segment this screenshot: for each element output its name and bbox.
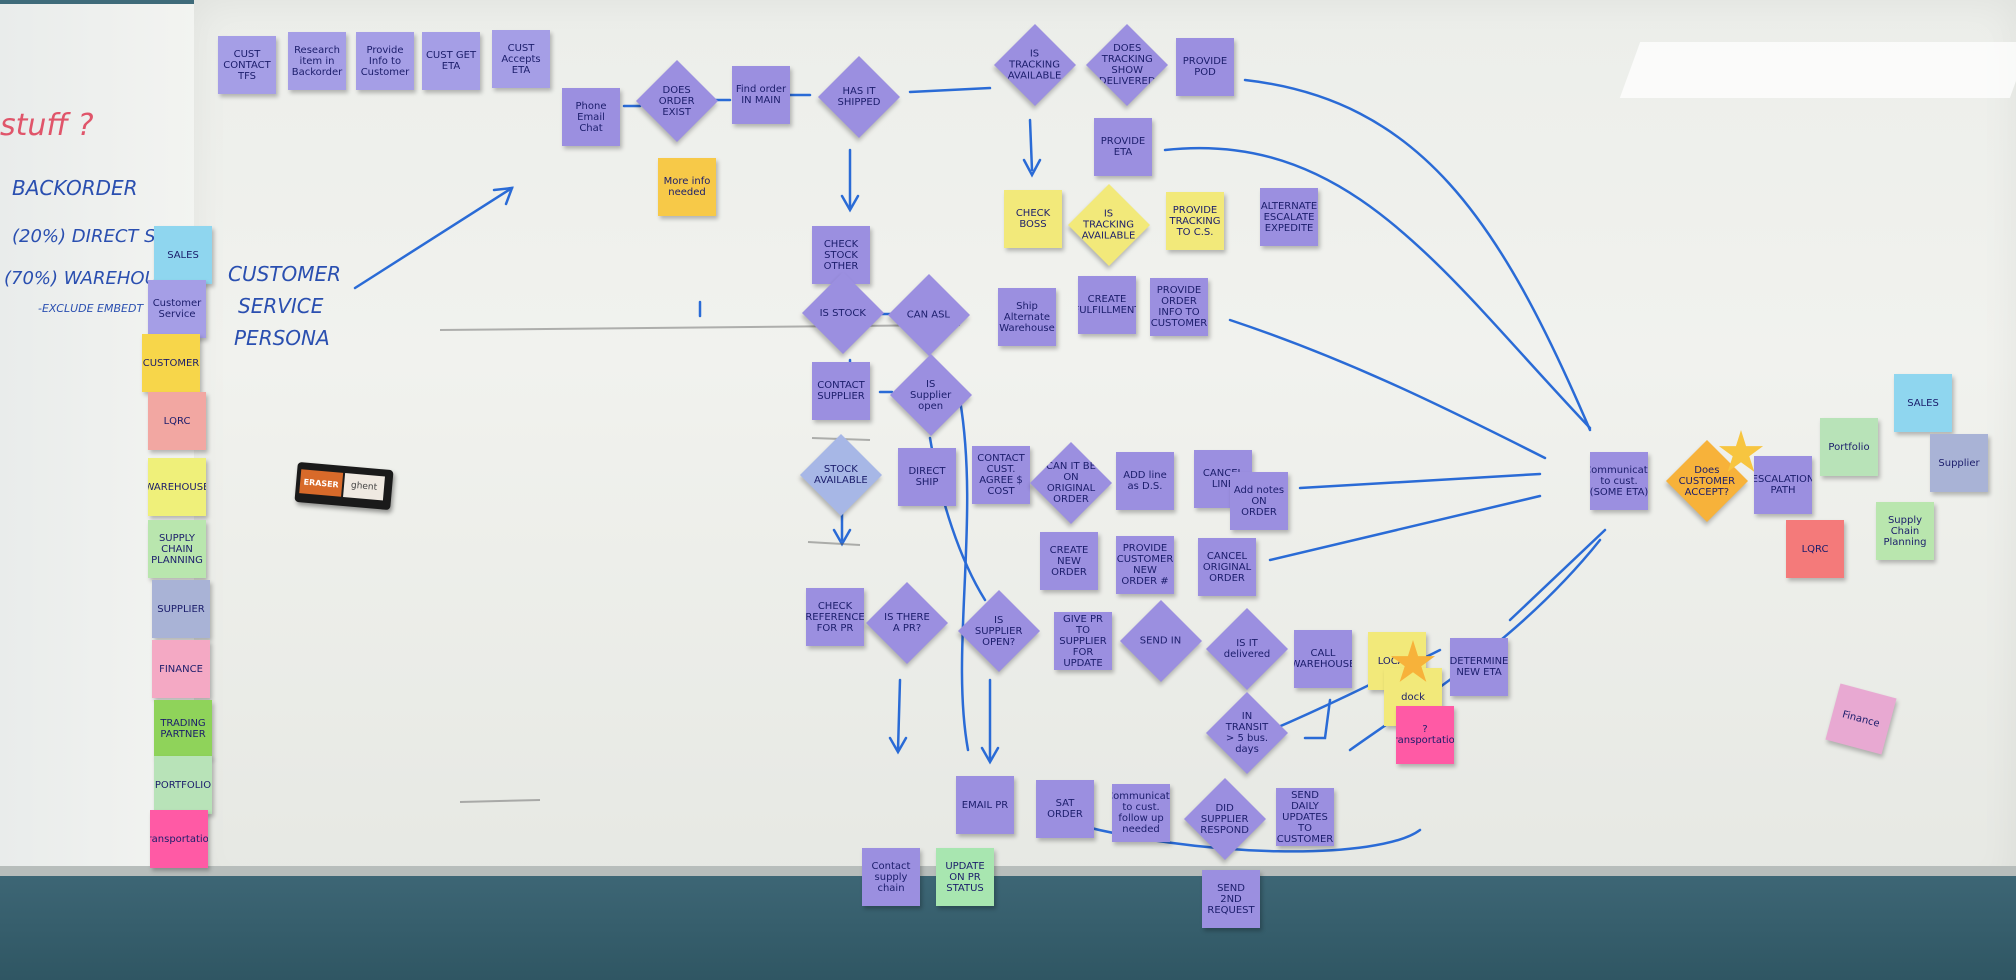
note-sat-order: SAT ORDER [1036, 780, 1094, 838]
note-check-reference: CHECK REFERENCE FOR PR [806, 588, 864, 646]
note-direct-ship: DIRECT SHIP [898, 448, 956, 506]
note-determine-eta: DETERMINE NEW ETA [1450, 638, 1508, 696]
note-provide-tracking: PROVIDE TRACKING TO C.S. [1166, 192, 1224, 250]
right-note-lqrc: LQRC [1786, 520, 1844, 578]
top-note-research: Research item in Backorder [288, 32, 346, 90]
note-alternate: ALTERNATE ESCALATE EXPEDITE [1260, 188, 1318, 246]
note-contact-supplier: CONTACT SUPPLIER [812, 362, 870, 420]
legend-note-supply-chain-planning: SUPPLY CHAIN PLANNING [148, 520, 206, 578]
note-ship-alternate: Ship Alternate Warehouse [998, 288, 1056, 346]
legend-note-customer-service: Customer Service [148, 280, 206, 338]
note-create-fulfillment: CREATE FULFILLMENT [1078, 276, 1136, 334]
legend-note-supplier: SUPPLIER [152, 580, 210, 638]
persona-line-1: CUSTOMER [228, 262, 342, 286]
whiteboard-eraser: ERASER ghent [294, 461, 394, 511]
note-add-line: ADD line as D.S. [1116, 452, 1174, 510]
note-give-pr: GIVE PR TO SUPPLIER FOR UPDATE [1054, 612, 1112, 670]
note-communicate: Communicate to cust. follow up needed [1112, 784, 1170, 842]
note-call-warehouse: CALL WAREHOUSE [1294, 630, 1352, 688]
note-check-stock: CHECK STOCK OTHER [812, 226, 870, 284]
note-provide-eta: PROVIDE ETA [1094, 118, 1152, 176]
stuff-heading: stuff ? [0, 108, 94, 143]
note-create-new-order: CREATE NEW ORDER [1040, 532, 1098, 590]
left-line-exclude: -EXCLUDE EMBEDT [38, 302, 144, 315]
note-send-2nd: SEND 2ND REQUEST [1202, 870, 1260, 928]
legend-note-customer: CUSTOMER [142, 334, 200, 392]
right-note-supplier: Supplier [1930, 434, 1988, 492]
right-note-sales: SALES [1894, 374, 1952, 432]
legend-note-finance: FINANCE [152, 640, 210, 698]
note-phone-email-chat: Phone Email Chat [562, 88, 620, 146]
note-check-boss: CHECK BOSS [1004, 190, 1062, 248]
top-note-cust-accepts: CUST Accepts ETA [492, 30, 550, 88]
eraser-brand-label: ERASER [299, 469, 344, 497]
note-add-notes: Add notes ON ORDER [1230, 472, 1288, 530]
note-communicate-cust: Communicate to cust. (SOME ETA) [1590, 452, 1648, 510]
left-line-direct-ship: (20%) DIRECT SHIP [12, 226, 186, 247]
legend-note-warehouse: WAREHOUSE [148, 458, 206, 516]
note-provide-customer: PROVIDE CUSTOMER NEW ORDER # [1116, 536, 1174, 594]
legend-note-transportation: Transportation [150, 810, 208, 868]
note-cancel-original: CANCEL ORIGINAL ORDER [1198, 538, 1256, 596]
top-note-cust-get-eta: CUST GET ETA [422, 32, 480, 90]
persona-line-3: PERSONA [234, 326, 330, 350]
note-transportation: ? Transportation [1396, 706, 1454, 764]
whiteboard-rail [0, 866, 2016, 876]
eraser-logo-label: ghent [343, 473, 385, 501]
note-email-pr: EMAIL PR [956, 776, 1014, 834]
note-send-daily: SEND DAILY UPDATES TO CUSTOMER [1276, 788, 1334, 846]
note-more-info: More info needed [658, 158, 716, 216]
right-note-supply-chain: Supply Chain Planning [1876, 502, 1934, 560]
right-note-portfolio: Portfolio [1820, 418, 1878, 476]
note-provide-pod: PROVIDE POD [1176, 38, 1234, 96]
left-line-backorder: BACKORDER [12, 176, 138, 200]
persona-line-2: SERVICE [238, 294, 324, 318]
note-contact-cust: CONTACT CUST. AGREE $ COST [972, 446, 1030, 504]
top-note-provide-info: Provide Info to Customer [356, 32, 414, 90]
top-note-cust-contact: CUST CONTACT TFS [218, 36, 276, 94]
note-update-pr: UPDATE ON PR STATUS [936, 848, 994, 906]
legend-note-portfolio: PORTFOLIO [154, 756, 212, 814]
wall [0, 876, 2016, 980]
legend-note-sales: SALES [154, 226, 212, 284]
note-contact-supply: Contact supply chain [862, 848, 920, 906]
note-find-order: Find order IN MAIN [732, 66, 790, 124]
left-line-warehouse: (70%) WAREHOUSE [4, 268, 181, 289]
legend-note-trading-partner: TRADING PARTNER [154, 700, 212, 758]
legend-note-lqrc: LQRC [148, 392, 206, 450]
note-provide-order-info: PROVIDE ORDER INFO TO CUSTOMER [1150, 278, 1208, 336]
note-escalation: ESCALATION PATH [1754, 456, 1812, 514]
